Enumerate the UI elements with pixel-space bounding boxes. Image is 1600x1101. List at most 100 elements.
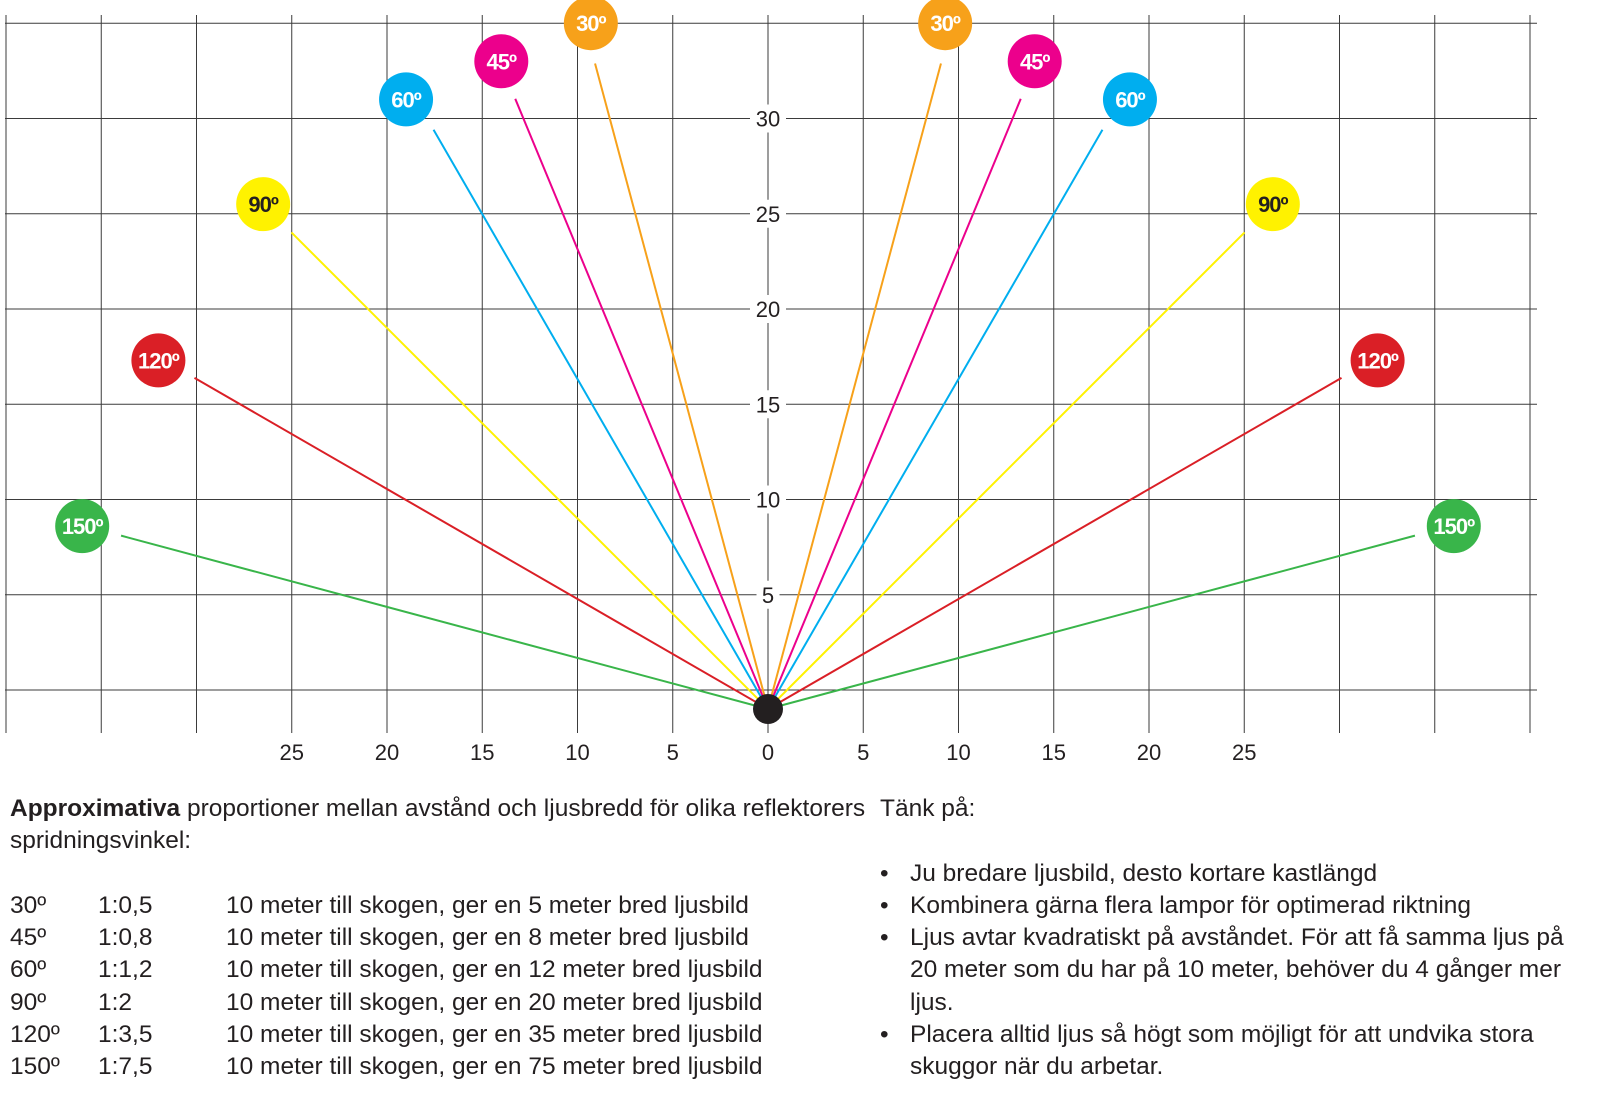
angle-badge-label: 45º	[487, 49, 517, 74]
ratio-info: Approximativa proportioner mellan avstån…	[10, 793, 870, 1084]
light-source-dot	[753, 694, 783, 724]
y-tick-bg	[750, 199, 786, 228]
angle-badge-45-right: 45º	[1007, 34, 1062, 89]
beam-line-90-right	[767, 231, 1246, 710]
beam-line-150-right	[767, 534, 1416, 710]
angle-badge-90-right: 90º	[1245, 177, 1300, 232]
bullet-icon: •	[880, 1021, 889, 1049]
bullet-icon: •	[880, 891, 889, 919]
beam-line-30-left	[594, 63, 769, 710]
x-tick-label: 0	[762, 740, 774, 760]
angle-badge-150-left: 150º	[55, 499, 110, 554]
x-tick-label: 15	[470, 740, 494, 760]
tips-section: Tänk på: • Ju bredare ljusbild, desto kor…	[880, 793, 1585, 1084]
y-tick-label: 30	[756, 107, 780, 132]
intro-bold: Approximativa	[10, 795, 181, 822]
angle-badge-circle	[918, 0, 973, 51]
angle-badge-label: 90º	[1258, 192, 1288, 217]
tip-item: •Ljus avtar kvadratiskt på avståndet. Fö…	[880, 922, 1585, 1019]
tip-item: • Ju bredare ljusbild, desto kortare kast…	[880, 858, 1585, 890]
beam-lines	[120, 63, 1416, 710]
x-tick-label: 20	[375, 740, 399, 760]
angle-badge-30-left: 30º	[563, 0, 618, 51]
angle-badge-circle	[474, 34, 529, 89]
ratio-angle: 30º	[10, 891, 47, 919]
tip-text: Ju bredare ljusbild, desto kortare kastl…	[910, 859, 1378, 887]
angle-badge-circle	[55, 499, 110, 554]
y-tick-bg	[750, 295, 786, 323]
beam-line-45-left	[514, 98, 769, 710]
angle-badge-label: 30º	[576, 11, 606, 36]
ratio-value: 1:0,5	[98, 891, 153, 919]
angle-badge-120-left: 120º	[131, 333, 186, 388]
angle-badge-label: 90º	[248, 192, 278, 217]
x-tick-label: 10	[565, 740, 589, 760]
x-tick-label: 15	[1042, 740, 1066, 760]
tips-title: Tänk på:	[880, 795, 976, 822]
ratio-row: 120º 1:3,5 10 meter till skogen, ger en 35…	[10, 1019, 870, 1051]
angle-badge-label: 60º	[391, 87, 421, 112]
bullet-icon: •	[880, 924, 889, 952]
x-tick-label: 10	[946, 740, 970, 760]
angle-badge-60-left: 60º	[379, 72, 434, 127]
beam-line-60-left	[432, 129, 769, 710]
intro-rest: proportioner mellan avstånd och ljusbred…	[10, 795, 866, 855]
angle-badge-circle	[1350, 333, 1405, 388]
ratio-angle: 45º	[10, 924, 47, 952]
ratio-description: 10 meter till skogen, ger en 8 meter bre…	[226, 924, 749, 952]
angle-badge-150-right: 150º	[1426, 499, 1481, 554]
angle-badge-label: 120º	[138, 348, 180, 373]
angle-badge-label: 150º	[62, 514, 104, 539]
angle-badge-label: 30º	[930, 11, 960, 36]
tip-item: •Kombinera gärna flera lampor för optime…	[880, 890, 1585, 922]
angle-badge-60-right: 60º	[1102, 72, 1157, 127]
intro-text: Approximativa proportioner mellan avstån…	[10, 793, 870, 858]
y-tick-label: 15	[756, 392, 780, 417]
ratio-value: 1:1,2	[98, 956, 153, 984]
ratio-row: 30º 1:0,5 10 meter till skogen, ger en 5 m…	[10, 890, 870, 922]
ratio-table: 30º 1:0,5 10 meter till skogen, ger en 5 m…	[10, 890, 870, 1084]
angle-badge-label: 45º	[1020, 49, 1050, 74]
x-tick-label: 25	[280, 740, 304, 760]
x-tick-label: 5	[857, 740, 869, 760]
angle-badge-circle	[1102, 72, 1157, 127]
beam-line-120-left	[193, 377, 769, 710]
beam-line-30-right	[767, 63, 942, 710]
angle-badge-circle	[379, 72, 434, 127]
angle-badge-circle	[1245, 177, 1300, 232]
ratio-description: 10 meter till skogen, ger en 5 meter bre…	[226, 891, 749, 919]
angle-badge-circle	[1426, 499, 1481, 554]
y-tick-label: 25	[756, 202, 780, 227]
angle-badge-circle	[563, 0, 618, 51]
bullet-icon: •	[880, 859, 889, 887]
angle-badge-circle	[131, 333, 186, 388]
ratio-description: 10 meter till skogen, ger en 75 meter br…	[226, 1053, 763, 1081]
ratio-angle: 120º	[10, 1021, 60, 1049]
tip-text: Placera alltid ljus så högt som möjligt …	[910, 1021, 1534, 1081]
angle-badge-label: 60º	[1115, 87, 1145, 112]
angle-badge-45-left: 45º	[474, 34, 529, 89]
beam-line-60-right	[767, 129, 1104, 710]
angle-badge-circle	[1007, 34, 1062, 89]
angle-badge-label: 150º	[1433, 514, 1475, 539]
ratio-angle: 60º	[10, 956, 47, 984]
angle-badge-circle	[236, 177, 291, 232]
y-tick-bg	[750, 390, 786, 419]
tip-item: • Placera alltid ljus så högt som möjligt…	[880, 1019, 1585, 1084]
ratio-description: 10 meter till skogen, ger en 35 meter br…	[226, 1021, 763, 1049]
beam-line-120-right	[767, 377, 1343, 710]
y-tick-bg	[750, 485, 786, 514]
beam-line-45-right	[767, 98, 1022, 710]
y-tick-label: 5	[762, 583, 774, 608]
tips-list: • Ju bredare ljusbild, desto kortare kast…	[880, 858, 1585, 1084]
beam-line-150-left	[120, 534, 769, 710]
y-tick-label: 20	[756, 297, 780, 322]
ratio-value: 1:3,5	[98, 1021, 153, 1049]
beam-line-90-left	[290, 231, 769, 710]
angle-badge-label: 120º	[1357, 348, 1399, 373]
